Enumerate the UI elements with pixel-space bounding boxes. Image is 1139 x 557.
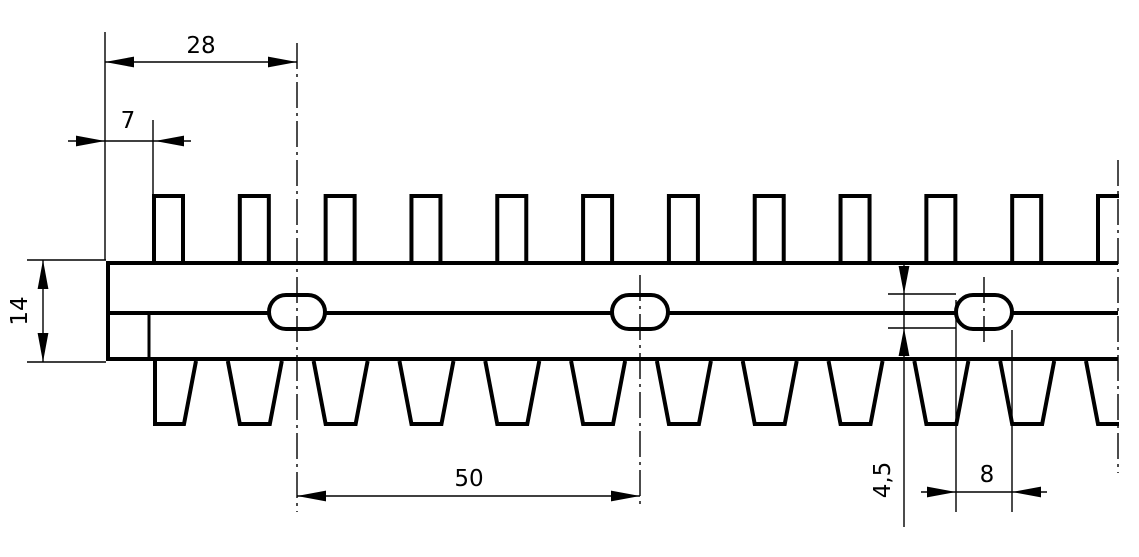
- dimension-label: 50: [454, 466, 483, 492]
- arrowhead-right: [268, 56, 297, 68]
- bottom-tooth: [225, 360, 284, 426]
- top-tooth: [752, 194, 786, 265]
- top-tooth: [1096, 194, 1119, 265]
- arrowhead-left: [76, 135, 105, 147]
- bottom-tooth: [998, 360, 1057, 426]
- bottom-tooth: [826, 360, 885, 426]
- top-tooth: [323, 194, 357, 265]
- dimension-7: 7: [68, 108, 191, 258]
- top-tooth: [152, 194, 185, 265]
- bottom-tooth: [740, 360, 799, 426]
- top-tooth: [666, 194, 700, 265]
- dimension-50: 50: [297, 466, 640, 502]
- bottom-tooth: [1084, 360, 1119, 426]
- top-tooth: [237, 194, 271, 265]
- top-tooth: [495, 194, 529, 265]
- arrowhead-left: [105, 56, 134, 68]
- bottom-tooth: [397, 360, 456, 426]
- bottom-tooth: [912, 360, 971, 426]
- bottom-teeth: [153, 360, 1119, 426]
- arrowhead-right: [611, 490, 640, 502]
- top-teeth: [152, 194, 1119, 265]
- arrowhead-left: [297, 490, 326, 502]
- arrowhead-up: [898, 328, 910, 356]
- bottom-tooth: [483, 360, 542, 426]
- top-tooth: [581, 194, 615, 265]
- arrowhead-down: [898, 266, 910, 294]
- top-tooth: [409, 194, 443, 265]
- arrowhead-down: [37, 333, 49, 362]
- bottom-tooth: [153, 360, 198, 426]
- bottom-tooth: [311, 360, 370, 426]
- centerlines: [296, 43, 1119, 512]
- bottom-tooth: [569, 360, 628, 426]
- dimension-8: 8: [921, 300, 1047, 512]
- arrowhead-right: [155, 135, 184, 147]
- dimension-label: 28: [186, 33, 215, 59]
- dimension-label: 14: [7, 296, 33, 325]
- dimension-14: 14: [7, 259, 106, 363]
- top-tooth: [924, 194, 958, 265]
- dimension-label: 8: [980, 462, 995, 488]
- dimension-label: 7: [121, 108, 136, 134]
- arrowhead-left: [927, 486, 956, 498]
- top-tooth: [1010, 194, 1044, 265]
- dimension-label: 4,5: [870, 462, 896, 499]
- arrowhead-up: [37, 260, 49, 289]
- top-tooth: [838, 194, 872, 265]
- arrowhead-right: [1012, 486, 1041, 498]
- dimension-28: 28: [104, 32, 297, 260]
- dimension-4-5: 4,5: [870, 263, 956, 527]
- bottom-tooth: [654, 360, 713, 426]
